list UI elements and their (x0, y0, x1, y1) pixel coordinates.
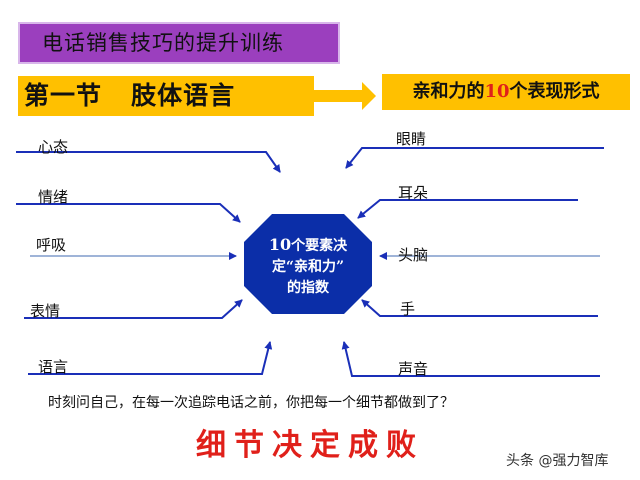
center-line1: 个要素决 (291, 238, 348, 254)
section-title: 第一节 肢体语言 (24, 81, 236, 110)
subtitle-box: 亲和力的10个表现形式 (382, 74, 630, 110)
subtitle-number: 10 (484, 81, 510, 102)
connector-left-1 (16, 151, 281, 173)
section-banner (18, 76, 314, 116)
center-line3: 的指数 (287, 280, 329, 296)
connector-left-5 (28, 341, 273, 375)
factor-biaoqing: 表情 (30, 302, 61, 320)
section-arrow (314, 82, 376, 110)
factor-yuyan: 语言 (38, 358, 69, 376)
connector-right-1 (345, 147, 604, 169)
factor-erduo: 耳朵 (398, 184, 429, 202)
connector-left-2 (16, 203, 241, 223)
reflection-question: 时刻问自己，在每一次追踪电话之前，你把每一个细节都做到了？ (48, 395, 454, 411)
motto: 细节决定成败 (196, 428, 424, 463)
connector-right-2 (357, 199, 578, 219)
connector-right-5 (341, 341, 600, 377)
center-label: 10个要素决 定“亲和力” 的指数 (252, 234, 364, 299)
connector-left-4 (24, 299, 243, 319)
factor-yanjing: 眼睛 (396, 130, 427, 148)
factor-shou: 手 (400, 300, 416, 318)
center-octagon (244, 214, 372, 314)
factor-xintai: 心态 (38, 138, 69, 156)
page-title: 电话销售技巧的提升训练 (18, 22, 340, 64)
center-number: 10 (268, 235, 292, 254)
factor-shengyin: 声音 (398, 360, 429, 378)
connector-right-4 (361, 299, 598, 317)
subtitle-suffix: 个表现形式 (509, 81, 600, 102)
factor-qingxu: 情绪 (38, 188, 69, 206)
factor-huxi: 呼吸 (36, 236, 67, 254)
watermark: 头条 @强力智库 (506, 453, 609, 469)
center-line2: 定“亲和力” (271, 259, 345, 275)
subtitle-prefix: 亲和力的 (412, 81, 485, 102)
factor-tounao: 头脑 (398, 246, 429, 264)
